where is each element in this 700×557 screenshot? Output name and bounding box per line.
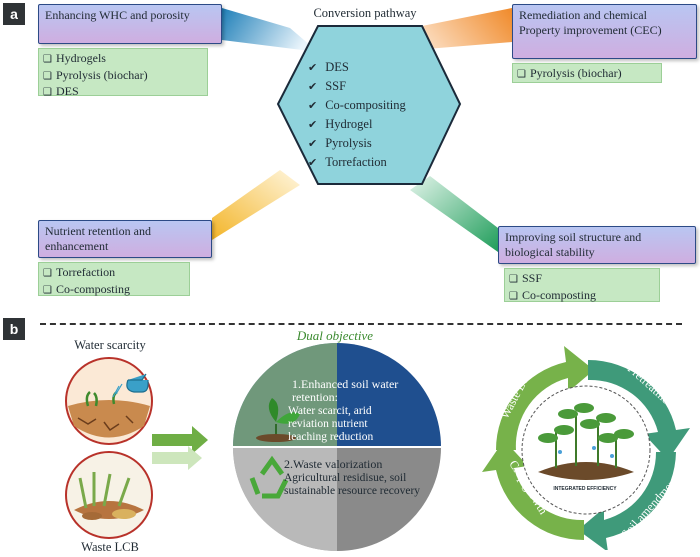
ribbon-top-left [222,8,318,52]
objective-1-title: 1.Enhanced soil water retention: [292,377,399,404]
water-scarcity-label: Water scarcity [74,338,146,352]
cycle-arrow-pretreatment [588,359,690,460]
cycle-arrow-crop-growth [482,440,584,541]
panel-a-tag: a [3,3,25,25]
panel-b-tag: b [3,318,25,340]
forward-arrow-icon [152,426,208,470]
list-item: SSF [509,271,655,288]
water-scarcity-illustration [65,357,153,445]
objective-2-title: 2.Waste valorization [284,457,383,471]
waste-lcb-illustration [65,451,153,539]
top-left-list: Hydrogels Pyrolysis (biochar) DES [38,48,208,98]
bottom-left-header: Nutrient retention and enhancement [38,220,212,258]
center-item: Co-compositing [308,96,406,115]
soil-cycle-diagram [482,346,690,550]
center-item: Torrefaction [308,153,406,172]
list-item: Torrefaction [43,265,185,282]
bottom-left-list: Torrefaction Co-composting [38,262,190,296]
dual-objective-label: Dual objective [296,328,374,343]
objective-1-text: Water scarcit, arid reviation nutrient l… [288,405,374,443]
list-item: Pyrolysis (biochar) [517,66,657,83]
cycle-arrow-waste-lcb [495,346,594,450]
center-item: SSF [308,77,406,96]
list-item: Pyrolysis (biochar) [43,68,203,85]
center-item: Pyrolysis [308,134,406,153]
cycle-center-caption: INTEGRATED EFFICIENCY [553,486,617,492]
panel-divider [40,323,682,325]
center-item: Hydrogel [308,115,406,134]
center-item: DES [308,58,406,77]
list-item: Co-composting [43,282,185,299]
top-right-list: Pyrolysis (biochar) [512,63,662,83]
bottom-right-header: Improving soil structure and biological … [498,226,696,264]
ribbon-bottom-left [212,170,300,240]
list-item: DES [43,84,203,101]
objective-2-text: Agricultural residisue, soil sustainable… [284,472,421,497]
top-left-header: Enhancing WHC and porosity [38,4,222,44]
ribbon-bottom-right [410,176,498,252]
top-right-header: Remediation and chemical Property improv… [512,4,697,59]
dual-objective-circle [233,343,441,551]
center-title: Conversion pathway [313,6,417,20]
cycle-arrow-soil-amendment [578,452,676,550]
waste-lcb-label: Waste LCB [81,540,139,554]
list-item: Co-composting [509,288,655,305]
center-item-list: DES SSF Co-compositing Hydrogel Pyrolysi… [308,58,406,172]
list-item: Hydrogels [43,51,203,68]
bottom-right-list: SSF Co-composting [504,268,660,302]
